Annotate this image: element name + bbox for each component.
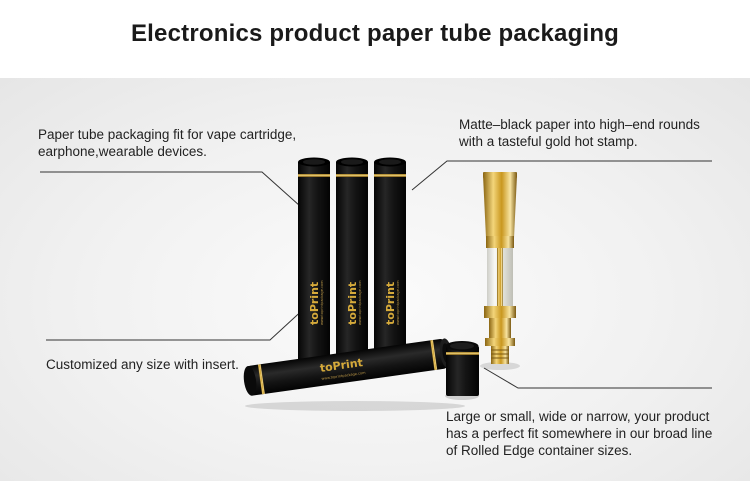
paper-tube-standing-left: toPrint www.toprintpackage.com	[297, 157, 331, 366]
vape-cartridge	[480, 172, 520, 370]
brand-logo: toPrint	[319, 356, 364, 375]
brand-url: www.toprintpackage.com	[321, 371, 366, 381]
brand-logo: toPrint	[346, 282, 359, 325]
paper-tube-standing-right: toPrint www.toprintpackage.com	[373, 157, 407, 366]
caption-rolled-edge: Large or small, wide or narrow, your pro…	[446, 409, 713, 458]
caption-matte-black: Matte–black paper into high–end rounds w…	[459, 117, 700, 149]
page-title: Electronics product paper tube packaging	[130, 20, 620, 47]
caption-vape-fit: Paper tube packaging fit for vape cartri…	[38, 127, 297, 159]
tube-lid	[445, 341, 479, 400]
leader-line-custom-size	[46, 305, 308, 341]
caption-custom-size: Customized any size with insert.	[46, 357, 239, 372]
leader-line-matte-black	[411, 160, 712, 191]
brand-logo: toPrint	[308, 282, 321, 325]
leader-line-vape-fit	[40, 171, 301, 207]
brand-url: www.toprintpackage.com	[396, 280, 400, 325]
brand-logo: toPrint	[384, 282, 397, 325]
paper-tube-standing-middle: toPrint www.toprintpackage.com	[335, 157, 369, 368]
brand-url: www.toprintpackage.com	[358, 280, 362, 325]
brand-url: www.toprintpackage.com	[320, 280, 324, 325]
leader-line-rolled-edge	[483, 367, 712, 389]
